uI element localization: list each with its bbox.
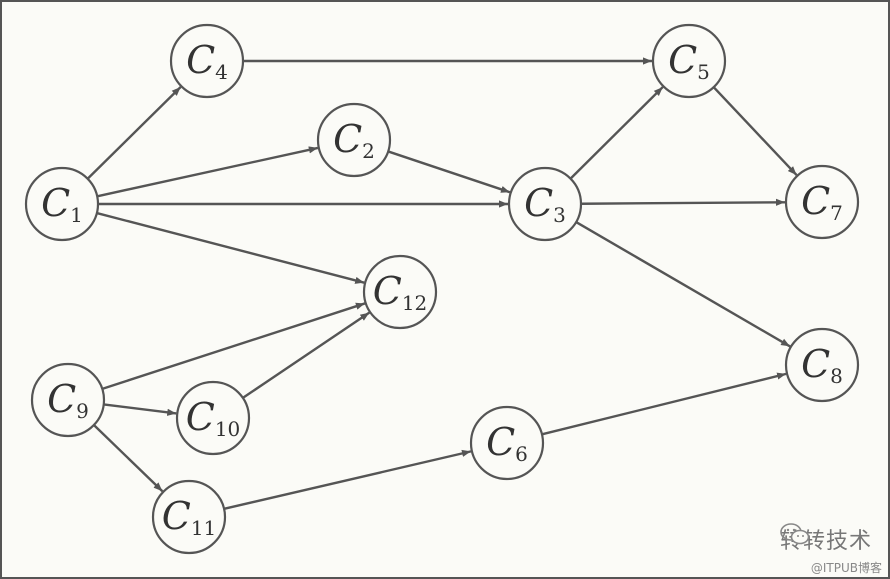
node-c6: C6 xyxy=(469,405,545,481)
node-circle xyxy=(169,23,245,99)
node-c11: C11 xyxy=(151,479,227,555)
node-c5: C5 xyxy=(651,23,727,99)
source-credit: @ITPUB博客 xyxy=(810,561,882,575)
node-circle xyxy=(469,405,545,481)
node-c7: C7 xyxy=(784,164,860,240)
edge-c1-to-c2 xyxy=(96,146,319,198)
node-c12: C12 xyxy=(362,254,438,330)
edge-c9-to-c10 xyxy=(103,403,177,416)
node-circle xyxy=(507,166,583,242)
edge-c10-to-c12 xyxy=(242,311,370,399)
node-label: C4 xyxy=(186,38,228,84)
node-c1: C1 xyxy=(24,166,100,242)
edge-c11-to-c6 xyxy=(223,449,472,511)
edge-c2-to-c3 xyxy=(387,150,511,194)
node-label: C8 xyxy=(801,342,843,388)
edge-c1-to-c12 xyxy=(96,211,365,284)
node-circle xyxy=(784,327,860,403)
node-circle xyxy=(362,254,438,330)
node-label: C1 xyxy=(41,181,83,227)
node-c8: C8 xyxy=(784,327,860,403)
node-circle xyxy=(151,479,227,555)
node-circle xyxy=(30,362,106,438)
node-circle xyxy=(784,164,860,240)
edge-c3-to-c7 xyxy=(580,198,786,206)
node-circle xyxy=(24,166,100,242)
edge-c1-to-c4 xyxy=(86,86,182,180)
edge-c3-to-c5 xyxy=(569,86,664,180)
node-c4: C4 xyxy=(169,23,245,99)
node-label: C11 xyxy=(162,494,217,540)
node-c3: C3 xyxy=(507,166,583,242)
watermark: 转转技术 xyxy=(780,523,872,555)
node-label: C5 xyxy=(668,38,710,84)
node-label: C10 xyxy=(186,395,241,441)
node-label: C3 xyxy=(524,181,566,227)
node-circle xyxy=(651,23,727,99)
node-label: C12 xyxy=(373,269,428,315)
node-c2: C2 xyxy=(316,102,392,178)
node-label: C7 xyxy=(801,179,843,225)
edge-c9-to-c12 xyxy=(101,302,366,391)
edge-c9-to-c11 xyxy=(93,424,164,493)
node-circle xyxy=(316,102,392,178)
edges xyxy=(86,57,798,511)
wechat-icon xyxy=(780,523,810,545)
node-c10: C10 xyxy=(175,380,251,456)
node-label: C9 xyxy=(47,377,89,423)
node-c9: C9 xyxy=(30,362,106,438)
node-circle xyxy=(175,380,251,456)
edge-c3-to-c8 xyxy=(575,221,791,348)
node-label: C2 xyxy=(333,117,375,163)
edge-c6-to-c8 xyxy=(541,372,787,436)
node-label: C6 xyxy=(486,420,528,466)
edge-c5-to-c7 xyxy=(712,86,798,176)
